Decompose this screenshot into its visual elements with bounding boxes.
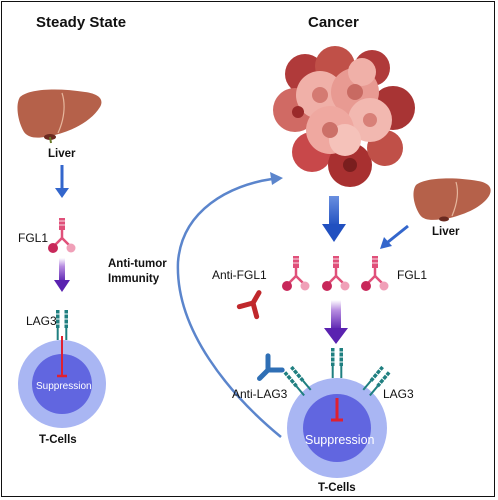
arrow-liver-to-fgl1 <box>380 224 409 249</box>
liver-icon <box>413 178 491 222</box>
fgl1-icon <box>359 254 390 293</box>
fgl1-label: FGL1 <box>18 231 49 245</box>
anti-lag3-label: Anti-LAG3 <box>232 387 288 401</box>
right-panel-title: Cancer <box>308 14 359 31</box>
arrow-fgl1-to-lag3 <box>324 300 348 344</box>
anti-tumor-immunity-arrow <box>176 172 283 438</box>
t-cells-label: T-Cells <box>39 434 77 446</box>
anti-tumor-label: Anti-tumor <box>108 258 167 270</box>
liver-icon <box>17 89 102 144</box>
t-cell-icon <box>18 336 106 428</box>
left-panel-title: Steady State <box>36 14 127 31</box>
fgl1-icon <box>320 254 351 293</box>
tumor-cells-icon <box>273 46 415 187</box>
lag3-receptor-icon <box>54 309 70 341</box>
liver-label: Liver <box>48 148 76 160</box>
lag3-label: LAG3 <box>26 314 57 328</box>
liver-label: Liver <box>432 226 460 238</box>
fgl1-icon <box>280 254 311 293</box>
anti-fgl1-antibody-icon <box>239 288 267 317</box>
lag3-label: LAG3 <box>383 387 414 401</box>
fgl1-icon <box>46 216 77 255</box>
t-cells-label: T-Cells <box>318 482 356 494</box>
t-cell-icon <box>287 378 387 478</box>
arrow-tumor-to-fgl1 <box>322 196 346 242</box>
anti-lag3-antibody-icon <box>252 356 282 386</box>
immunity-label: Immunity <box>108 273 160 285</box>
suppression-label: Suppression <box>36 381 92 392</box>
fgl1-label: FGL1 <box>397 268 428 282</box>
arrow-fgl1-to-lag3 <box>54 258 70 292</box>
arrow-liver-to-fgl1 <box>55 165 69 198</box>
anti-fgl1-label: Anti-FGL1 <box>212 268 267 282</box>
lag3-receptor-icon <box>329 347 345 379</box>
suppression-label: Suppression <box>305 433 375 447</box>
